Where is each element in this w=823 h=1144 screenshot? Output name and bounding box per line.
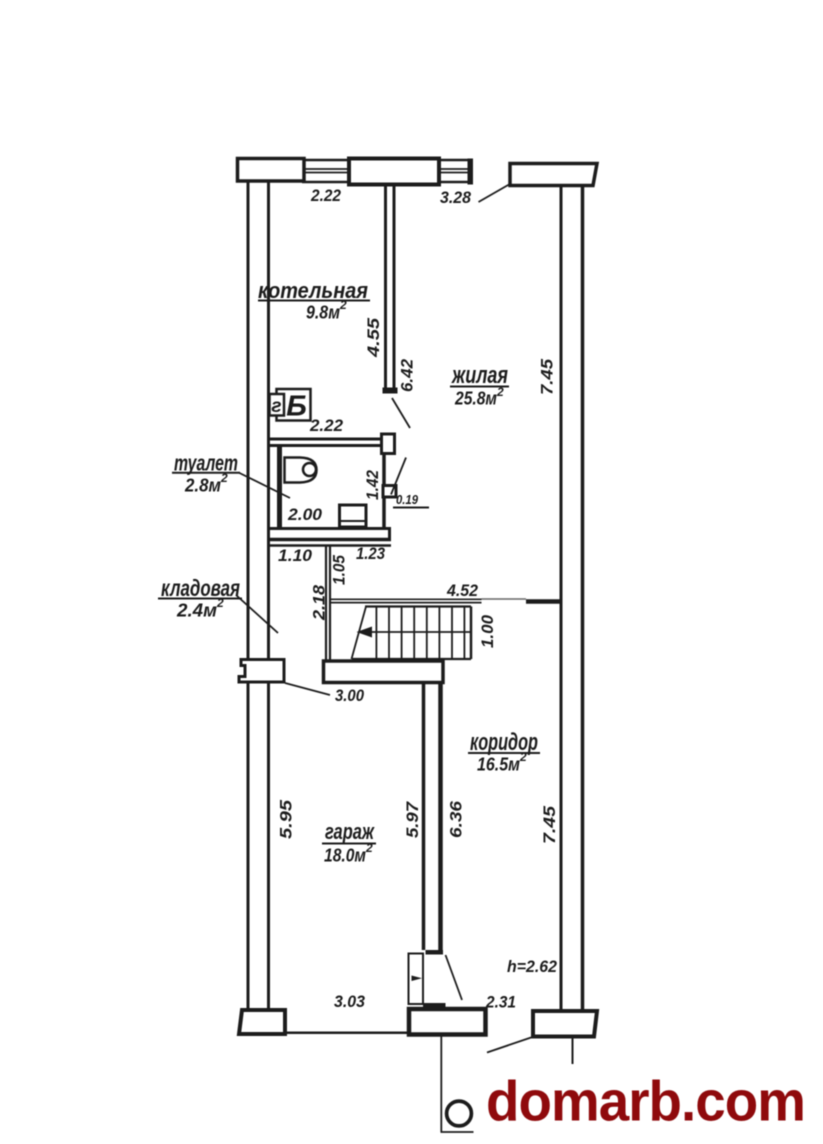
- svg-text:3.03: 3.03: [334, 992, 366, 1011]
- svg-text:6.36: 6.36: [447, 800, 466, 838]
- svg-text:5.97: 5.97: [403, 800, 422, 838]
- svg-text:2.00: 2.00: [287, 505, 323, 524]
- svg-text:18.0м: 18.0м: [324, 846, 366, 866]
- svg-text:2.4м: 2.4м: [176, 601, 217, 621]
- svg-text:4.52: 4.52: [446, 581, 478, 600]
- svg-text:1.05: 1.05: [330, 555, 349, 585]
- svg-text:2: 2: [339, 298, 347, 312]
- svg-text:0.19: 0.19: [396, 492, 419, 507]
- svg-text:h=2.62: h=2.62: [507, 957, 558, 976]
- svg-text:гараж: гараж: [325, 819, 375, 844]
- svg-text:3.28: 3.28: [440, 188, 472, 207]
- svg-text:16.5м: 16.5м: [477, 755, 520, 775]
- svg-text:25.8м: 25.8м: [454, 389, 497, 409]
- svg-text:2.18: 2.18: [310, 584, 329, 621]
- svg-text:2.22: 2.22: [309, 416, 344, 435]
- svg-text:1.23: 1.23: [356, 544, 385, 563]
- svg-text:1.42: 1.42: [363, 470, 382, 500]
- svg-text:жилая: жилая: [451, 362, 508, 389]
- svg-text:Б: Б: [286, 391, 307, 423]
- svg-text:2.22: 2.22: [310, 186, 341, 205]
- svg-text:коридор: коридор: [470, 729, 538, 756]
- svg-text:9.8м: 9.8м: [306, 303, 340, 323]
- svg-text:3.00: 3.00: [335, 686, 364, 705]
- svg-text:1.00: 1.00: [478, 614, 497, 648]
- svg-text:7.45: 7.45: [538, 358, 557, 395]
- svg-text:2.8м: 2.8м: [184, 476, 221, 496]
- svg-text:кладовая: кладовая: [161, 575, 240, 601]
- svg-text:1.10: 1.10: [278, 546, 313, 565]
- svg-text:г: г: [271, 396, 281, 417]
- svg-text:2.31: 2.31: [485, 993, 516, 1012]
- svg-text:котельная: котельная: [258, 278, 368, 303]
- svg-text:2: 2: [216, 596, 224, 610]
- svg-text:2: 2: [496, 385, 504, 399]
- svg-text:туалет: туалет: [174, 451, 238, 476]
- svg-text:2: 2: [220, 471, 228, 485]
- svg-text:2: 2: [365, 841, 373, 855]
- svg-text:5.95: 5.95: [277, 799, 296, 839]
- svg-text:domarb.com: domarb.com: [486, 1069, 805, 1133]
- svg-text:6.42: 6.42: [398, 358, 417, 392]
- svg-text:7.45: 7.45: [540, 805, 559, 844]
- svg-text:4.55: 4.55: [364, 317, 383, 358]
- svg-text:2: 2: [519, 750, 527, 764]
